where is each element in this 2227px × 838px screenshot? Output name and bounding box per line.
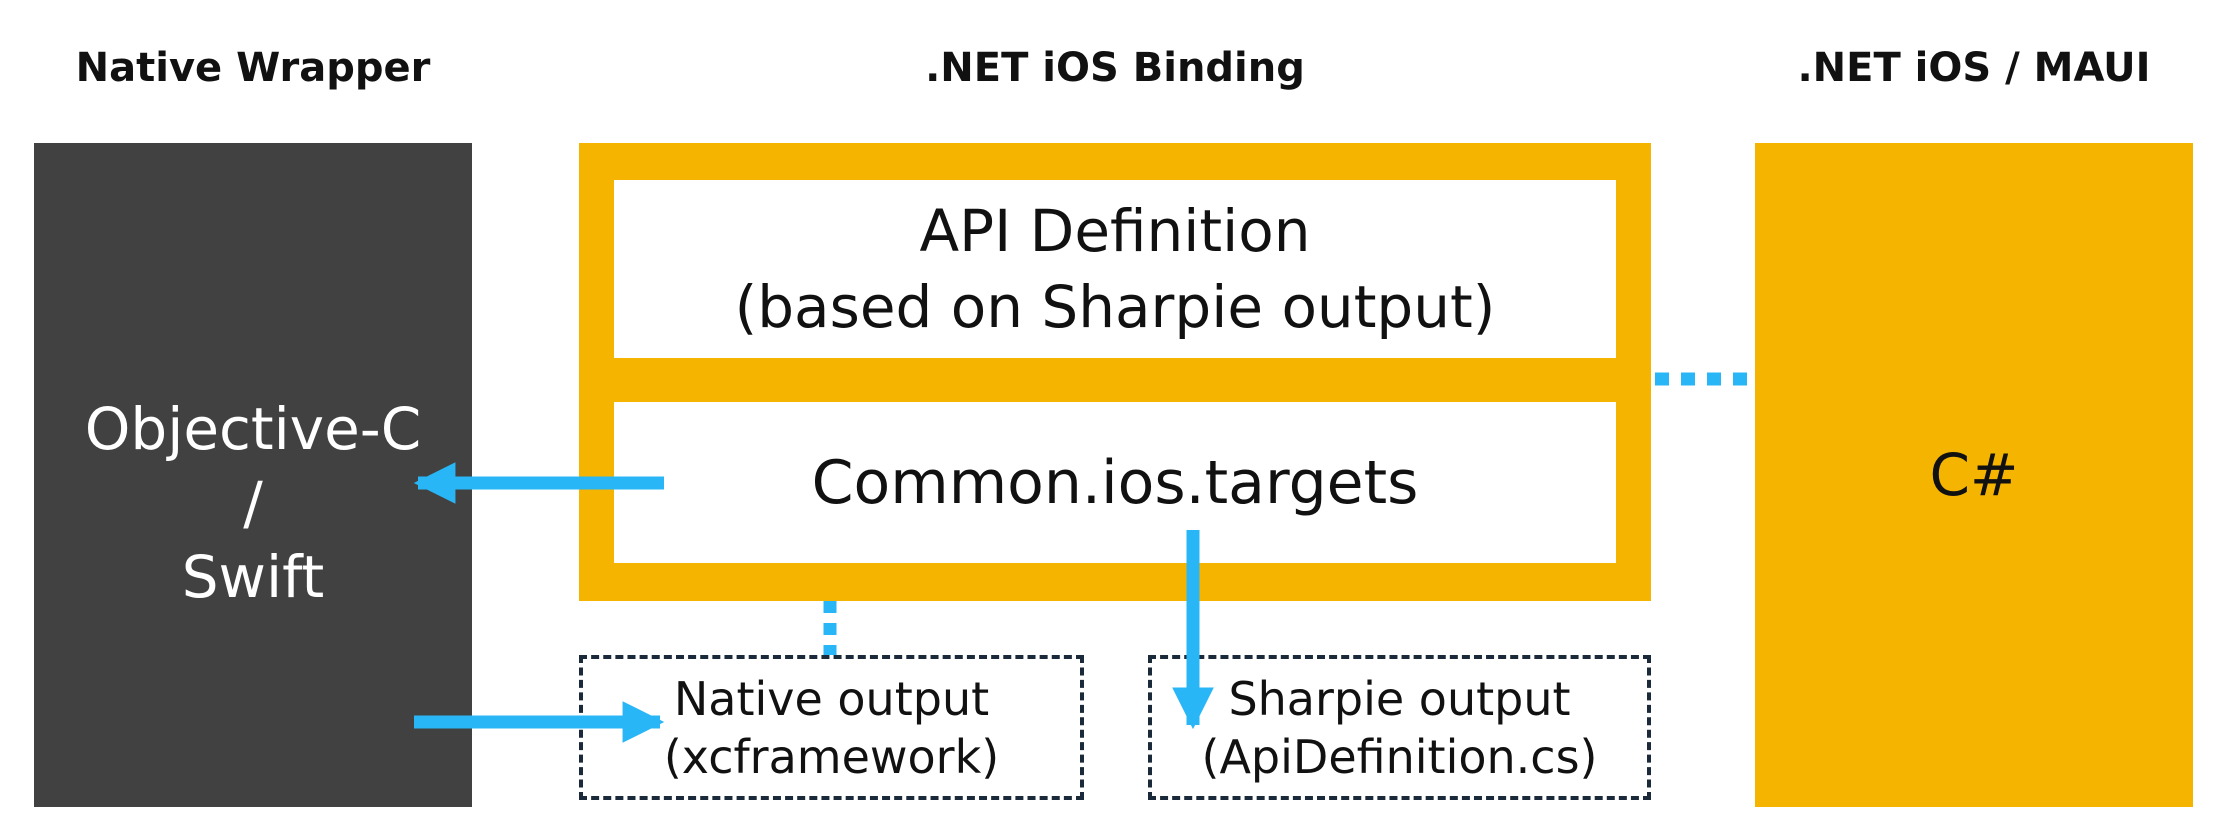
common-targets-label: Common.ios.targets <box>811 447 1419 518</box>
header-dotnet-ios-maui: .NET iOS / MAUI <box>1797 45 2151 91</box>
api-definition-box: API Definition (based on Sharpie output) <box>614 180 1616 358</box>
native-output-box: Native output (xcframework) <box>579 655 1084 800</box>
header-dotnet-ios-binding: .NET iOS Binding <box>925 45 1305 91</box>
header-native-wrapper: Native Wrapper <box>75 45 431 91</box>
native-output-title: Native output <box>673 671 990 726</box>
csharp-label: C# <box>1929 441 2019 509</box>
api-definition-title: API Definition <box>919 197 1311 265</box>
native-language-separator: / <box>243 469 263 537</box>
native-language-swift: Swift <box>181 543 325 611</box>
common-targets-box: Common.ios.targets <box>614 402 1616 563</box>
binding-project-box: API Definition (based on Sharpie output)… <box>579 143 1651 601</box>
maui-csharp-box: C# <box>1755 143 2193 807</box>
native-language-objc: Objective-C <box>84 395 422 463</box>
api-definition-subtitle: (based on Sharpie output) <box>734 273 1496 341</box>
sharpie-output-box: Sharpie output (ApiDefinition.cs) <box>1148 655 1651 800</box>
sharpie-output-subtitle: (ApiDefinition.cs) <box>1201 729 1598 784</box>
sharpie-output-title: Sharpie output <box>1228 671 1571 726</box>
native-wrapper-box: Objective-C / Swift <box>34 143 472 807</box>
native-output-subtitle: (xcframework) <box>663 729 1000 784</box>
